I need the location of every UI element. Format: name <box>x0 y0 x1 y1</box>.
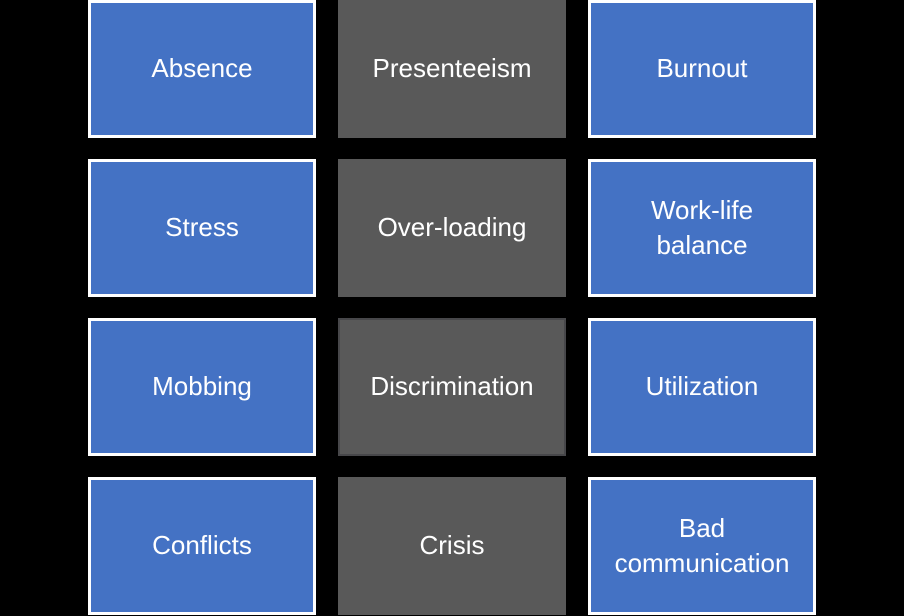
grid-cell-work-life-balance: Work-life balance <box>588 159 816 297</box>
grid-cell-burnout: Burnout <box>588 0 816 138</box>
grid-cell-discrimination: Discrimination <box>338 318 566 456</box>
grid-cell-label-work-life-balance: Work-life balance <box>650 194 754 260</box>
grid-cell-utilization: Utilization <box>588 318 816 456</box>
grid-cell-label-stress: Stress <box>165 212 239 243</box>
grid-cell-conflicts: Conflicts <box>88 477 316 615</box>
grid-cell-label-crisis: Crisis <box>419 530 485 561</box>
grid-cell-bad-communication: Bad communication <box>588 477 816 615</box>
grid-cell-label-bad-communication: Bad communication <box>614 512 790 578</box>
grid-cell-label-over-loading: Over-loading <box>377 212 527 243</box>
grid-cell-over-loading: Over-loading <box>338 159 566 297</box>
grid-cell-crisis: Crisis <box>338 477 566 615</box>
grid-cell-label-mobbing: Mobbing <box>152 371 252 402</box>
grid-cell-label-absence: Absence <box>151 53 253 84</box>
grid-cell-presenteeism: Presenteeism <box>338 0 566 138</box>
grid-cell-label-discrimination: Discrimination <box>370 371 534 402</box>
grid-cell-absence: Absence <box>88 0 316 138</box>
grid-cell-label-utilization: Utilization <box>645 371 759 402</box>
grid-cell-label-presenteeism: Presenteeism <box>372 53 532 84</box>
grid-cell-stress: Stress <box>88 159 316 297</box>
grid-cell-mobbing: Mobbing <box>88 318 316 456</box>
grid-cell-label-burnout: Burnout <box>656 53 748 84</box>
grid-cell-label-conflicts: Conflicts <box>152 530 252 561</box>
